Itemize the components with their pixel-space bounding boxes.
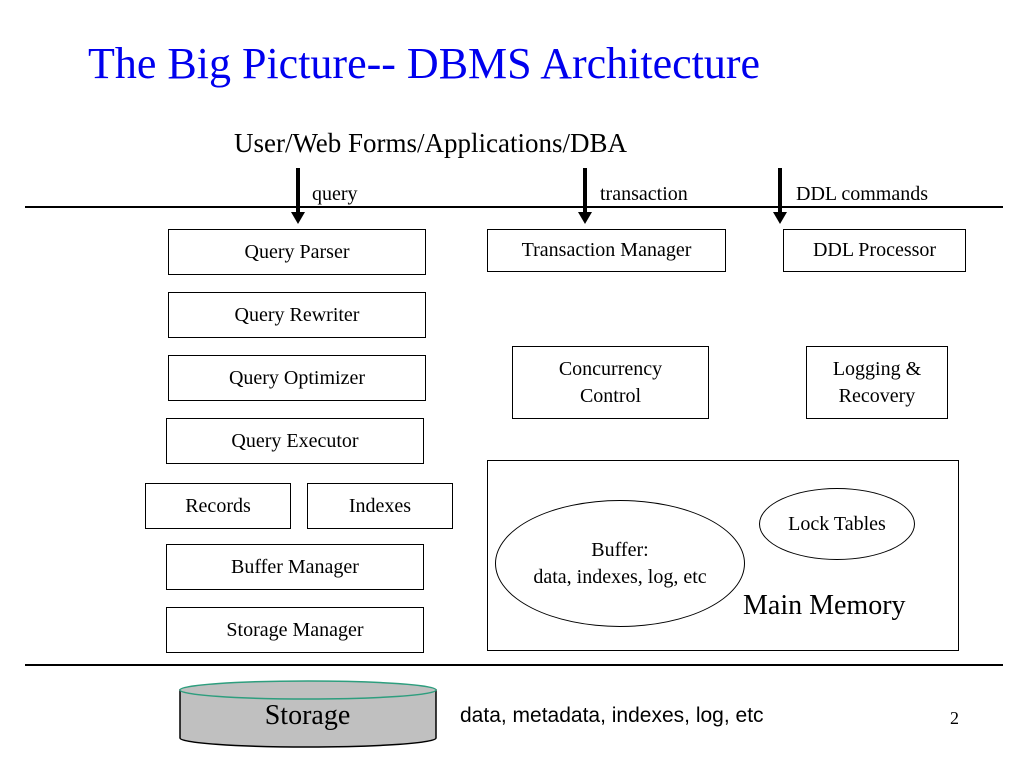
storage-manager-box: Storage Manager	[166, 607, 424, 653]
buffer-ellipse: Buffer: data, indexes, log, etc	[495, 500, 745, 627]
query-optimizer-box: Query Optimizer	[168, 355, 426, 401]
transaction-arrowhead	[578, 212, 592, 224]
logging-recovery-box: Logging & Recovery	[806, 346, 948, 419]
page-number: 2	[950, 708, 959, 728]
concurrency-control-box: Concurrency Control	[512, 346, 709, 419]
query-arrowhead	[291, 212, 305, 224]
concurrency-control-line1: Concurrency	[558, 357, 663, 380]
buffer-ellipse-line2: data, indexes, log, etc	[533, 565, 707, 588]
bottom-separator	[25, 664, 1003, 666]
storage-label: Storage	[264, 700, 351, 731]
main-memory-region	[487, 460, 959, 651]
query-executor-box: Query Executor	[166, 418, 424, 464]
main-memory-label: Main Memory	[743, 590, 906, 621]
ddl-arrow-shaft	[778, 168, 782, 214]
ddl-flow-label: DDL commands	[796, 183, 929, 205]
top-separator	[25, 206, 1003, 208]
users-label: User/Web Forms/Applications/DBA	[234, 128, 628, 158]
logging-recovery-line2: Recovery	[838, 384, 916, 407]
query-parser-box: Query Parser	[168, 229, 426, 275]
buffer-manager-box: Buffer Manager	[166, 544, 424, 590]
buffer-ellipse-line1: Buffer:	[591, 538, 649, 561]
indexes-box: Indexes	[307, 483, 453, 529]
query-rewriter-box: Query Rewriter	[168, 292, 426, 338]
transaction-manager-box: Transaction Manager	[487, 229, 726, 272]
concurrency-control-line2: Control	[579, 384, 642, 407]
storage-cylinder: Storage	[179, 680, 439, 755]
logging-recovery-line1: Logging &	[832, 357, 922, 380]
query-flow-label: query	[312, 183, 358, 205]
storage-contents-note: data, metadata, indexes, log, etc	[460, 704, 764, 727]
ddl-arrowhead	[773, 212, 787, 224]
page-title: The Big Picture-- DBMS Architecture	[88, 39, 761, 88]
transaction-flow-label: transaction	[600, 183, 688, 205]
ddl-processor-box: DDL Processor	[783, 229, 966, 272]
lock-tables-ellipse: Lock Tables	[759, 488, 915, 560]
storage-cylinder-shape	[179, 680, 437, 748]
records-box: Records	[145, 483, 291, 529]
transaction-arrow-shaft	[583, 168, 587, 214]
query-arrow-shaft	[296, 168, 300, 214]
